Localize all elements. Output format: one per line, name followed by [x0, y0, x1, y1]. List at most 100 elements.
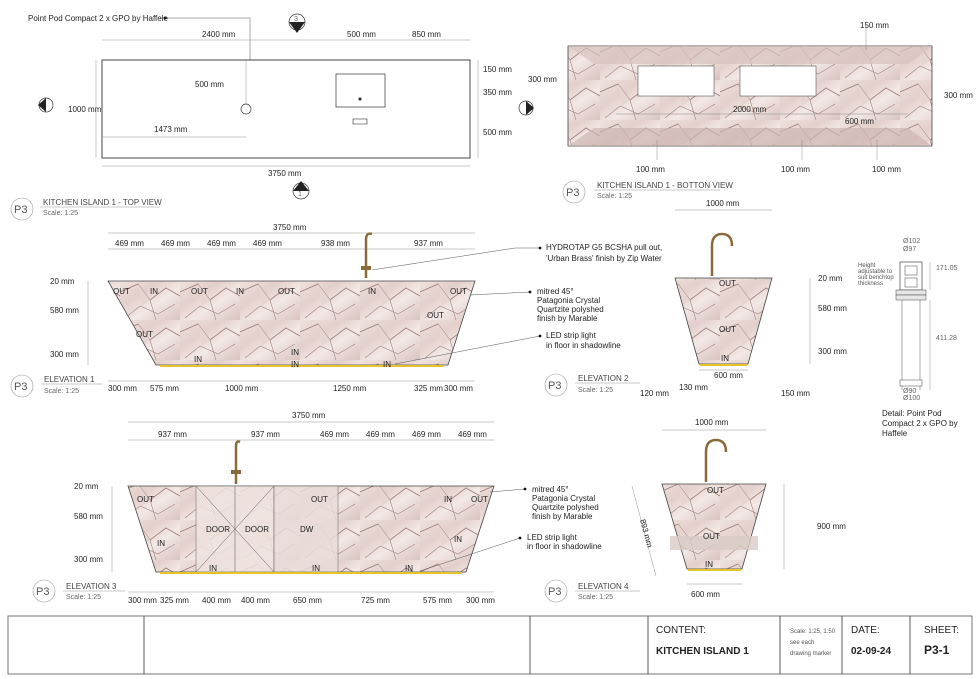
dim-500-right: 500 mm: [483, 128, 512, 137]
content-value: KITCHEN ISLAND 1: [656, 646, 749, 657]
label-elevation4-d900: 900 mm: [817, 522, 846, 531]
sheet-label: SHEET:: [924, 625, 959, 636]
label-elevation3-ann_led-1: in floor in shadowline: [527, 542, 602, 551]
label-elevation1-labels-out5: OUT: [450, 287, 467, 296]
label-elevation3-bottom_dims-7: 300 mm: [466, 596, 495, 605]
bv-dim-300-left: 300 mm: [528, 75, 557, 84]
bottom-view: 150 mm 300 mm 300 mm 2000 mm 600 mm 100 …: [528, 21, 973, 204]
label-elevation1-bottom_dims-1: 575 mm: [150, 384, 179, 393]
label-elevation2-d150: 150 mm: [781, 389, 810, 398]
e1-top-dim-1: 469 mm: [115, 239, 144, 248]
island-top-outline: [101, 59, 471, 159]
label-elevation1-ann_led-0: LED strip light: [546, 331, 597, 340]
label-elevation1-labels-out2: OUT: [191, 287, 208, 296]
dim-2400: 2400 mm: [202, 30, 236, 39]
label-elevation1-labels-out6: OUT: [427, 311, 444, 320]
label-elevation3-labels-door2: DOOR: [245, 525, 269, 534]
e1-title: ELEVATION 1: [44, 375, 95, 384]
label-elevation3-top_dims-3: 469 mm: [366, 430, 395, 439]
label-elevation3-labels-in1: IN: [157, 539, 165, 548]
e1-top-dim-6: 937 mm: [414, 239, 443, 248]
e1-ref: P3: [14, 381, 27, 393]
e4-scale: Scale: 1:25: [578, 594, 613, 601]
label-elevation2-labels-out1: OUT: [719, 279, 736, 288]
label-elevation3-bottom_dims-0: 300 mm: [128, 596, 157, 605]
label-detail-note-2: suit benchtop: [858, 275, 894, 281]
e1-top-dim-2: 469 mm: [161, 239, 190, 248]
e1-top-dim-3: 469 mm: [207, 239, 236, 248]
label-elevation1-bottom_dims-0: 300 mm: [108, 384, 137, 393]
label-elevation1-labels-in5: IN: [291, 360, 299, 369]
label-elevation1-labels-out3: OUT: [278, 287, 295, 296]
dim-500-top: 500 mm: [347, 30, 376, 39]
e4-tap-icon: [704, 438, 728, 482]
label-elevation4-labels-out1: OUT: [707, 486, 724, 495]
label-detail-caption-1: Compact 2 x GPO by: [882, 419, 958, 428]
label-elevation3-left_dims-d300: 300 mm: [74, 555, 103, 564]
dim-350-right: 350 mm: [483, 88, 512, 97]
tap-annotation-1: HYDROTAP G5 BCSHA pull out,: [546, 243, 662, 252]
label-elevation3-left_dims-d580: 580 mm: [74, 512, 103, 521]
label-elevation3-top_dims-4: 469 mm: [412, 430, 441, 439]
elevation-4: 1000 mm 893 mm 900 mm OUT OUT IN 600 mm …: [544, 418, 846, 603]
label-elevation2-d1000: 1000 mm: [706, 199, 740, 208]
label-elevation3-labels-door1: DOOR: [206, 525, 230, 534]
e4-ref: P3: [548, 586, 561, 598]
label-elevation1-left_dims-d20: 20 mm: [50, 277, 75, 286]
label-elevation1-labels-in4: IN: [194, 355, 202, 364]
e1-scale: Scale: 1:25: [44, 388, 79, 395]
e4-title: ELEVATION 4: [578, 582, 629, 591]
label-elevation3-bottom_dims-1: 325 mm: [160, 596, 189, 605]
label-elevation3-bottom_dims-2: 400 mm: [202, 596, 231, 605]
e3-scale: Scale: 1:25: [66, 594, 101, 601]
label-elevation2-d120: 120 mm: [640, 389, 669, 398]
section-marker-left: [38, 97, 54, 113]
label-detail-caption-2: Haffele: [882, 429, 908, 438]
label-elevation1-labels-in3: IN: [368, 287, 376, 296]
top-view-ref: P3: [14, 204, 27, 216]
e2-title: ELEVATION 2: [578, 374, 629, 383]
bv-dim-150: 150 mm: [860, 21, 889, 30]
section-marker-top: 3: [288, 13, 306, 33]
bv-dim-100-c: 100 mm: [872, 165, 901, 174]
label-elevation3-labels-in5: IN: [312, 564, 320, 573]
label-detail-dims-d102: Ø102: [903, 238, 920, 245]
point-pod-note: Point Pod Compact 2 x GPO by Haffele: [28, 14, 168, 23]
bv-dim-600: 600 mm: [845, 117, 874, 126]
e3-title: ELEVATION 3: [66, 582, 117, 591]
dim-1000-left: 1000 mm: [68, 105, 102, 114]
section-marker-right: [518, 100, 534, 116]
label-detail-dims-d171: 171.05: [936, 265, 958, 272]
dim-500-center: 500 mm: [195, 80, 224, 89]
label-elevation3-labels-out2: OUT: [311, 495, 328, 504]
label-elevation2-d600: 600 mm: [714, 371, 743, 380]
label-elevation3-labels-out3: OUT: [471, 495, 488, 504]
label-elevation4-labels-in1: IN: [705, 560, 713, 569]
label-elevation1-left_dims-d580: 580 mm: [50, 306, 79, 315]
label-elevation1-ann_mitre-0: mitred 45°: [537, 287, 574, 296]
label-elevation1-ann_led-1: in floor in shadowline: [546, 341, 621, 350]
section-marker-bottom: 1: [292, 181, 310, 200]
label-elevation3-bottom_dims-3: 400 mm: [241, 596, 270, 605]
label-elevation1-labels-out1: OUT: [113, 287, 130, 296]
elevation-2: 1000 mm 20 mm 580 mm 300 mm OUT OUT IN 6…: [544, 199, 847, 398]
label-detail-dims-d97: Ø97: [903, 246, 916, 253]
label-elevation3-top_dims-2: 469 mm: [320, 430, 349, 439]
top-view: Point Pod Compact 2 x GPO by Haffele 3 2…: [10, 13, 534, 221]
bottom-view-ref: P3: [566, 187, 579, 199]
point-pod-detail: Ø102 Ø97 171.05 411.28 Ø90 Ø100 Height a…: [858, 238, 958, 438]
label-title_block-scale_lines-0: Scale: 1:25, 1:50: [790, 629, 836, 635]
title-block: CONTENT: KITCHEN ISLAND 1 Scale: 1:25, 1…: [7, 615, 973, 675]
label-elevation3-labels-dw: DW: [300, 525, 314, 534]
label-elevation3-labels-in6: IN: [405, 564, 413, 573]
label-title_block-scale_lines-1: see each: [790, 640, 814, 646]
e1-island-body: [107, 280, 476, 366]
tap-annotation-2: 'Urban Brass' finish by Zip Water: [546, 254, 662, 263]
dim-3750-top: 3750 mm: [268, 169, 302, 178]
bottom-view-scale: Scale: 1:25: [597, 193, 632, 200]
bv-dim-100-b: 100 mm: [781, 165, 810, 174]
label-elevation1-bottom_dims-5: 300 mm: [444, 384, 473, 393]
label-detail-dims-d100: Ø100: [903, 395, 920, 402]
label-elevation3-labels-in3: IN: [454, 535, 462, 544]
content-label: CONTENT:: [656, 625, 706, 636]
